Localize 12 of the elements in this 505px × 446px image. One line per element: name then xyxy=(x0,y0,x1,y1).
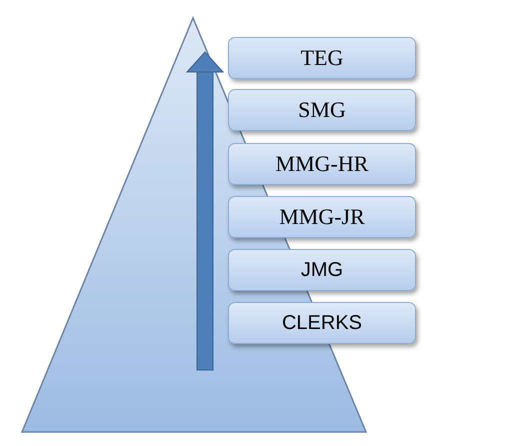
level-label: MMG-JR xyxy=(279,204,365,230)
level-label: TEG xyxy=(300,45,344,71)
level-box xyxy=(228,302,416,344)
level-box xyxy=(228,196,416,238)
level-box xyxy=(228,249,416,291)
level-box xyxy=(228,37,416,79)
level-box xyxy=(228,143,416,185)
level-label: SMG xyxy=(298,97,346,123)
level-label: MMG-HR xyxy=(276,151,368,177)
level-label: CLERKS xyxy=(282,312,362,334)
level-label: JMG xyxy=(300,258,344,282)
level-box xyxy=(228,89,416,131)
